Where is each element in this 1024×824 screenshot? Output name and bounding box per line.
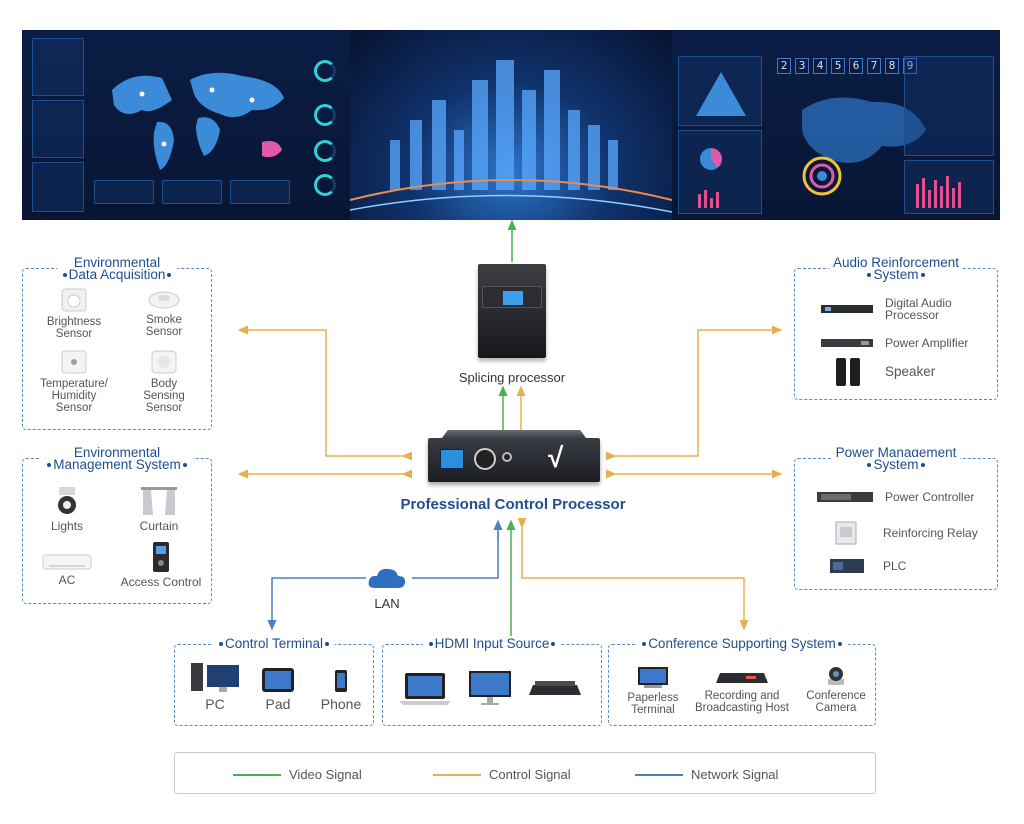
control-line-audio [606,325,783,461]
reinforcing-relay: Reinforcing Relay [835,521,978,545]
env-data-title: Environmental [23,255,211,270]
legend-video-signal: Video Signal [233,767,362,782]
recording-host-icon [716,673,768,683]
legend-network-signal: Network Signal [635,767,778,782]
temperature-humidity-sensor-icon [61,350,87,374]
globe-graphic [802,97,926,196]
curtain-icon [141,487,177,515]
video-wall-panel-left [22,30,350,220]
control-processor-device: √ [428,438,600,482]
temperature-humidity-sensor: Temperature/ Humidity Sensor [31,349,117,414]
env-mgmt-title: Environmental [23,445,211,460]
control-processor-label: Professional Control Processor [400,496,626,513]
smoke-sensor-icon [148,291,180,309]
conference-camera-icon [828,667,844,685]
speaker-icon [836,358,860,386]
power-controller: Power Controller [817,491,974,503]
video-wall-panel-right: 2 3 4 5 6 7 8 9 [672,30,1000,220]
speaker: Speaker [835,357,935,387]
legend-control-signal: Control Signal [433,767,571,782]
curtain: Curtain [109,485,209,532]
pc: PC [185,661,245,712]
pad: Pad [253,667,303,712]
env-data-acquisition-box: Environmental Data Acquisition Brightnes… [22,255,212,430]
conference-camera: Conference Camera [797,665,875,714]
splicing-processor-label: Splicing processor [458,370,566,385]
power-controller-icon [817,492,873,502]
control-terminal-box: Control Terminal PC Pad Phone [174,636,374,726]
legend-control-line [433,773,481,776]
digital-audio-processor: Digital Audio Processor [821,297,952,321]
legend-network-line [635,773,683,776]
legend-video-line [233,773,281,776]
lan-label: LAN [374,596,400,611]
smoke-sensor: Smoke Sensor [121,289,207,338]
city-graphic [349,60,673,213]
lan-cloud-icon [368,568,406,588]
body-sensing-sensor: Body Sensing Sensor [121,349,207,414]
audio-reinforcement-box: Audio Reinforcement System Digital Audio… [794,255,998,400]
digital-audio-processor-icon [821,305,873,313]
paperless-terminal: Paperless Terminal [613,665,693,716]
power-amplifier-icon [821,339,873,347]
conference-box: Conference Supporting System Paperless T… [608,636,876,726]
access-control-icon [153,542,169,572]
hdmi-input-box: HDMI Input Source [382,636,602,726]
power-management-box: Power Management System Power Controller… [794,445,998,590]
video-wall-panel-city [349,30,673,220]
phone: Phone [311,669,371,712]
media-box-icon [529,681,581,695]
laptop-icon [399,673,451,705]
body-sensing-sensor-icon [151,350,177,374]
signal-legend: Video Signal Control Signal Network Sign… [174,752,876,794]
brightness-sensor-icon [61,288,87,312]
env-management-box: Environmental Management System Lights C… [22,445,213,604]
ac: AC [27,553,107,586]
control-terminal-title: Control Terminal [175,636,373,651]
power-amplifier: Power Amplifier [821,337,968,349]
video-wall-digits: 2 3 4 5 6 7 8 9 [777,58,917,74]
pad-icon [262,668,294,692]
lights: Lights [27,485,107,532]
world-map-graphic [112,72,284,170]
access-control: Access Control [109,541,213,588]
control-line-conference [517,518,749,631]
splicing-processor-device [478,264,546,358]
plc: PLC [829,557,906,575]
power-title: Power Management [795,445,997,460]
ac-icon [42,554,92,570]
hdmi-title: HDMI Input Source [383,636,601,651]
recording-broadcasting-host: Recording and Broadcasting Host [687,669,797,714]
audio-title: Audio Reinforcement [795,255,997,270]
reinforcing-relay-icon [835,521,857,545]
conference-title: Conference Supporting System [609,636,875,651]
video-wall: 2 3 4 5 6 7 8 9 [22,30,1000,220]
brightness-sensor: Brightness Sensor [31,287,117,340]
lights-icon [58,487,76,514]
paperless-terminal-icon [638,667,668,688]
monitor-icon [469,671,511,705]
phone-icon [335,670,347,692]
control-line-env-data [237,325,412,461]
pc-icon [191,663,239,692]
plc-icon [830,559,864,573]
